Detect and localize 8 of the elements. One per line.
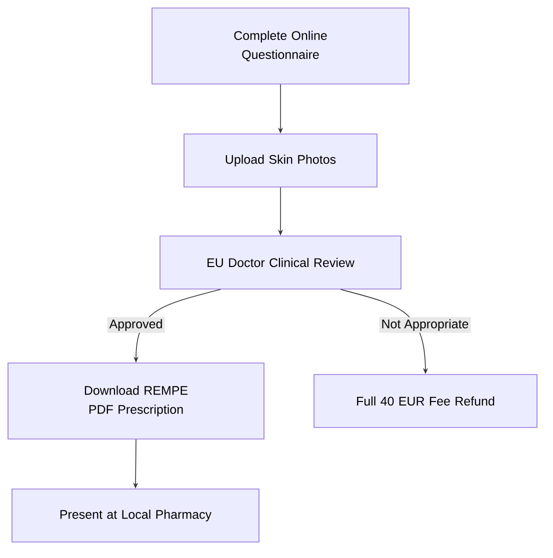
process-box: EU Doctor Clinical Review [160, 236, 402, 290]
edge-label: Approved [107, 317, 165, 333]
process-box: Present at Local Pharmacy [12, 488, 260, 542]
edge-label: Not Appropriate [379, 317, 471, 333]
process-box: Download REMPE PDF Prescription [8, 362, 264, 440]
process-box: Full 40 EUR Fee Refund [314, 374, 538, 428]
process-box: Complete Online Questionnaire [152, 8, 410, 84]
process-box: Upload Skin Photos [184, 134, 378, 188]
